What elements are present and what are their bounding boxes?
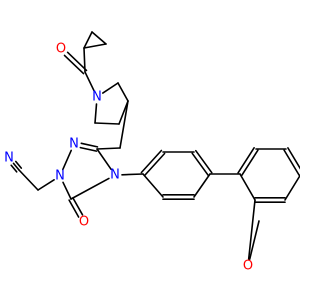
- bond-n1t-c5: [62, 181, 72, 200]
- bond-ph1-ph2: [140, 149, 163, 174]
- atom-N-nitrile: N: [4, 151, 14, 166]
- bond-b6-b1: [237, 147, 255, 174]
- bond-cp1-cp2: [91, 31, 107, 45]
- bond-fo-f1: [248, 220, 260, 261]
- bond-b1-b2: [239, 173, 256, 201]
- molecule-diagram: O N N N N N O O: [4, 31, 300, 274]
- atom-O-carbonyl-top: O: [56, 42, 66, 57]
- bonds: [10, 31, 300, 261]
- bond-c5-o5: [68, 199, 80, 218]
- bond-ph1-ph2: [143, 152, 166, 177]
- bond-b4-b5: [283, 149, 300, 176]
- bond-cp3-cp1: [83, 31, 93, 49]
- bond-c1-o1: [63, 54, 85, 75]
- bond-pd-n1: [102, 82, 119, 94]
- bond-n1t-cm: [37, 179, 55, 191]
- bond-pc-pd: [117, 82, 129, 102]
- atom-labels: O N N N N N O O: [4, 42, 253, 274]
- bond-ph4-ph5: [193, 173, 211, 198]
- bond-n2-n1t: [61, 149, 72, 171]
- bond-cn-nn: [15, 160, 23, 169]
- bond-ph3-ph4: [195, 149, 213, 174]
- bond-cp2-cp3: [83, 43, 107, 49]
- bond-n1-pa: [94, 103, 98, 124]
- bond-c3-n2: [79, 146, 98, 152]
- atom-N-triazole-4: N: [110, 168, 120, 183]
- bond-b2-fo: [247, 199, 256, 260]
- bond-n4-ph1: [121, 173, 144, 176]
- atom-N-pyrrolidine: N: [92, 90, 102, 105]
- bond-b6-b1: [241, 149, 259, 176]
- bond-b3-b4: [284, 174, 300, 201]
- bond-c1-o1: [66, 51, 88, 72]
- bond-cn-nn: [12, 162, 20, 171]
- bond-c5-n4: [70, 177, 110, 200]
- atom-O-triazolone: O: [79, 215, 89, 230]
- bond-ch2-c3: [96, 147, 121, 150]
- bond-n4-c3: [96, 148, 112, 170]
- bond-c1-n1: [84, 71, 95, 92]
- bond-c5-o5: [72, 197, 84, 216]
- bond-cm-cn: [18, 169, 39, 191]
- bond-ph6-ph1: [142, 173, 164, 198]
- atom-O-furan: O: [243, 259, 253, 274]
- bond-pc-ch2: [119, 100, 129, 149]
- bond-c3-n2: [80, 142, 99, 148]
- bond-cn-nn: [10, 164, 18, 173]
- bond-b4-b5: [287, 147, 300, 170]
- bond-pa-pb: [94, 122, 120, 125]
- bond-pb-pc: [118, 100, 129, 125]
- bond-ph3-ph4: [191, 152, 209, 177]
- atom-N-triazole-2: N: [69, 137, 79, 152]
- atom-N-triazole-1: N: [55, 169, 65, 184]
